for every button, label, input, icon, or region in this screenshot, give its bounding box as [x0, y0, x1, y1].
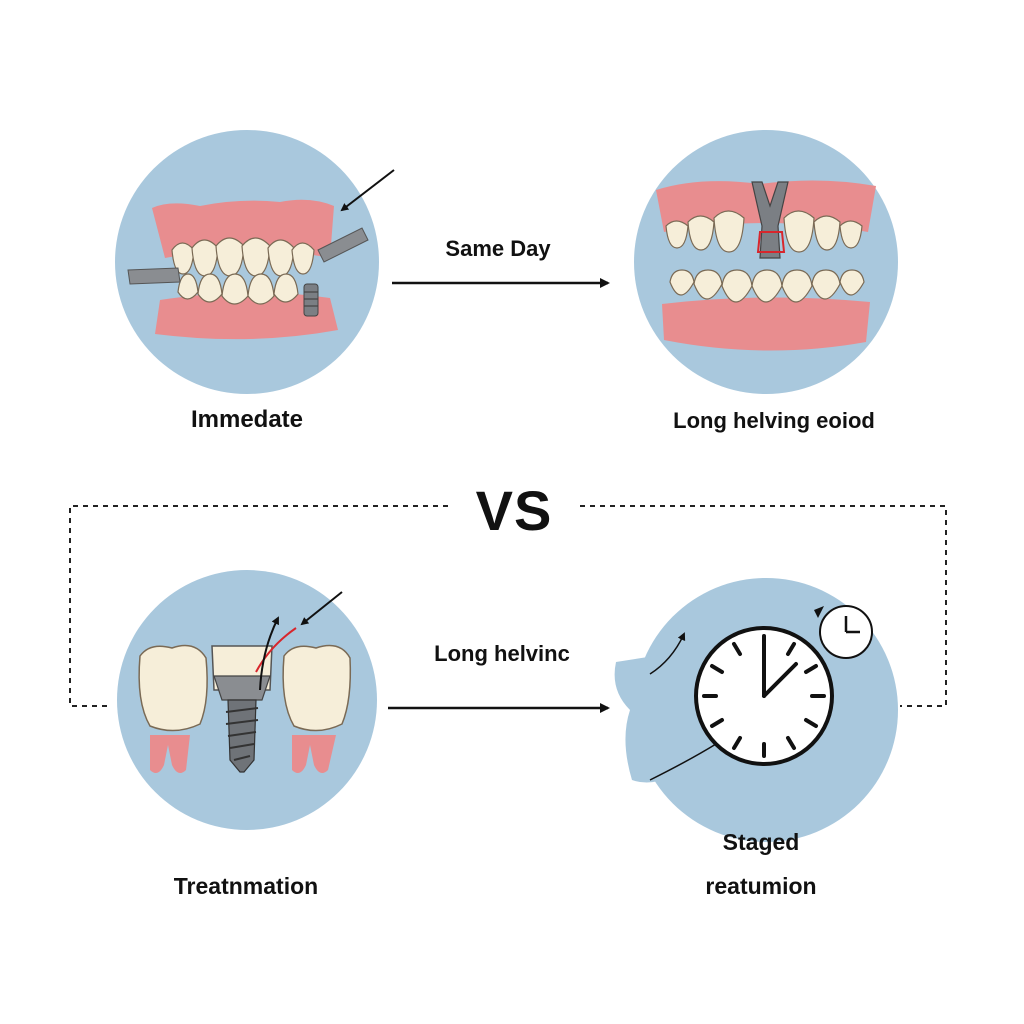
- label-immediate: Immedate: [190, 406, 304, 433]
- label-vs: VS: [475, 479, 553, 542]
- label-long-healing: Long helvinc: [434, 641, 570, 666]
- label-staged: Staged: [722, 829, 800, 855]
- pointer-arrow-bottom-left: [300, 591, 343, 626]
- label-same-day: Same Day: [445, 236, 551, 261]
- implant-treatment-illustration: [117, 570, 377, 830]
- immediate-implant-illustration: [115, 130, 379, 394]
- label-treatment: Treatnmation: [173, 873, 319, 899]
- label-long-healing-period: Long helving eoiod: [673, 408, 875, 433]
- dashed-connector-right: [580, 505, 947, 707]
- long-healing-illustration: [634, 130, 898, 394]
- staged-timeline-illustration: [614, 578, 898, 842]
- pointer-arrow-top-left: [340, 169, 395, 212]
- label-restoration: reatumion: [705, 873, 817, 899]
